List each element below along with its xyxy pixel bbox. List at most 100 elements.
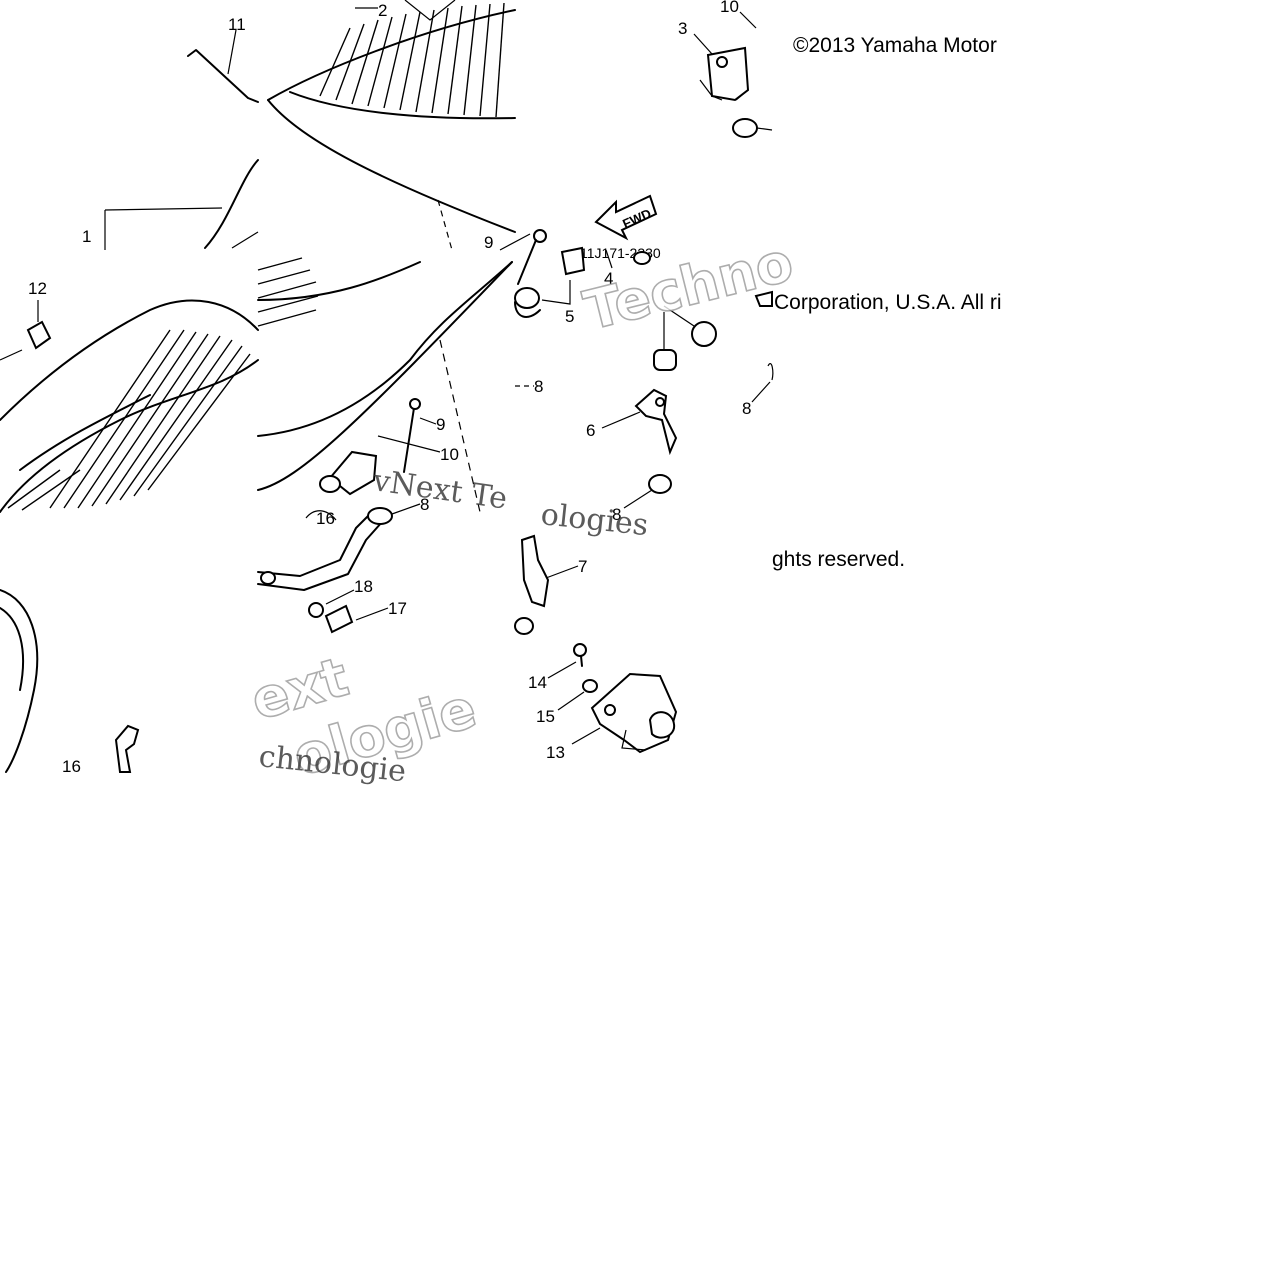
copyright-line-2: Corporation, U.S.A. All ri <box>774 291 1002 314</box>
stay-7-drawing <box>520 534 550 608</box>
bolt-9-lower-head <box>409 398 421 410</box>
callout-9-top: 9 <box>484 233 493 252</box>
callout-4: 4 <box>604 269 613 288</box>
front-seat-outline <box>0 299 259 421</box>
watermark-serif-1: vNext Te <box>370 463 509 517</box>
grab-bar-inner <box>257 521 383 591</box>
bracket-16-left-drawing <box>114 724 140 773</box>
callout-8-grab: 8 <box>420 495 429 514</box>
seat-base-top <box>257 261 421 301</box>
callout-9-lower: 9 <box>436 415 445 434</box>
small-nut-drawing <box>633 251 651 265</box>
nut-8-drawing <box>648 474 672 494</box>
leader-4 <box>605 249 613 269</box>
fwd-arrow-icon: FWD <box>594 194 658 241</box>
front-seat-lower <box>0 359 259 513</box>
dashed-guide-2 <box>439 339 481 513</box>
dashed-guide <box>437 199 453 251</box>
callout-15: 15 <box>536 707 555 726</box>
callout-11: 11 <box>228 15 246 34</box>
watermark-serif-3: ologies <box>539 497 650 543</box>
callout-17: 17 <box>388 599 407 618</box>
callout-13: 13 <box>546 743 565 762</box>
copyright-line-1: ©2013 Yamaha Motor <box>793 34 997 57</box>
grommet-drawing <box>732 118 758 138</box>
hinge-3-detail <box>699 79 749 101</box>
bracket-2-drawing <box>404 0 456 21</box>
callout-3: 3 <box>678 19 687 38</box>
leader-9-lower <box>419 417 437 425</box>
damper-drawing-b <box>653 349 677 371</box>
callout-10-lower: 10 <box>440 445 459 464</box>
tile-mid-right: 8 6 8 8 <box>515 305 774 524</box>
tile-top-left: 11 1 <box>82 15 259 250</box>
callout-12: 12 <box>28 279 47 298</box>
leader-3 <box>693 33 713 55</box>
leader-10-top <box>739 11 757 29</box>
tile-top-right: 3 10 FWD 11J171-2330 4 5 9 <box>484 0 773 326</box>
callout-18: 18 <box>354 577 373 596</box>
leader-11 <box>227 29 237 75</box>
callout-7: 7 <box>578 557 587 576</box>
seat-ribs-rear <box>319 2 505 118</box>
clip-drawing <box>754 290 773 307</box>
washer-18-drawing <box>308 602 324 618</box>
screw-14-head <box>573 643 587 657</box>
seat-front-end-inner <box>0 607 24 691</box>
washer-15-drawing <box>582 679 598 693</box>
leader-18 <box>325 589 355 605</box>
seat-base-edge <box>257 261 513 437</box>
tile-bottom-left: 16 <box>0 589 140 776</box>
seat-lower-outline <box>267 99 516 233</box>
callout-14: 14 <box>528 673 547 692</box>
leader-8-right <box>751 381 771 403</box>
leader-8-center <box>623 489 653 509</box>
seat-pad-edge <box>289 91 516 120</box>
damper-5b-base <box>514 301 541 318</box>
grab-bar-drawing <box>257 511 373 577</box>
lock-13-rod <box>621 729 647 751</box>
tile-top-center: 2 <box>267 0 516 251</box>
front-seat-pad <box>19 394 151 471</box>
leader-7 <box>545 565 579 579</box>
bracket-6-hole <box>655 397 665 407</box>
rod-11-drawing <box>187 49 259 103</box>
tile-mid-center: 9 10 <box>257 257 513 513</box>
bolt-9-head <box>533 229 547 243</box>
seat-front-end-drawing <box>0 589 39 773</box>
leader-5 <box>541 280 571 305</box>
lock-13-hole <box>604 704 616 716</box>
small-grommet-lower <box>514 617 534 635</box>
callout-2: 2 <box>378 1 387 20</box>
bolt-17-drawing <box>324 604 354 634</box>
tile-bottom-center: 8 16 18 17 <box>257 495 429 634</box>
leader-10-lower <box>377 435 441 453</box>
callout-16-left: 16 <box>62 757 81 776</box>
bracket-6-drawing <box>634 388 678 456</box>
grab-bar-mount <box>367 507 393 525</box>
hinge-lower-bushing <box>319 475 341 493</box>
callout-8-center: 8 <box>612 505 621 524</box>
clip-right-drawing <box>767 363 774 381</box>
leader-13 <box>571 727 601 745</box>
leader-17 <box>355 607 389 621</box>
callout-8-right: 8 <box>742 399 751 418</box>
leader-damper-a <box>663 305 695 327</box>
tile-mid-left: 12 <box>0 279 259 513</box>
leader-6 <box>601 411 641 429</box>
leader-15 <box>557 691 585 711</box>
seat-ribs-mid <box>257 257 319 327</box>
seat-top-outline <box>267 9 516 101</box>
latch-12-drawing <box>26 320 52 350</box>
leader-8-grab <box>391 503 421 515</box>
leader-1 <box>104 207 223 211</box>
callout-8-left: 8 <box>534 377 543 396</box>
callout-1: 1 <box>82 227 91 246</box>
leader-9-top <box>499 233 531 251</box>
damper-5b-drawing <box>514 287 540 309</box>
damper-5a-drawing <box>560 246 586 276</box>
lock-key-icon <box>648 711 676 739</box>
seat-detail-line <box>231 231 259 249</box>
